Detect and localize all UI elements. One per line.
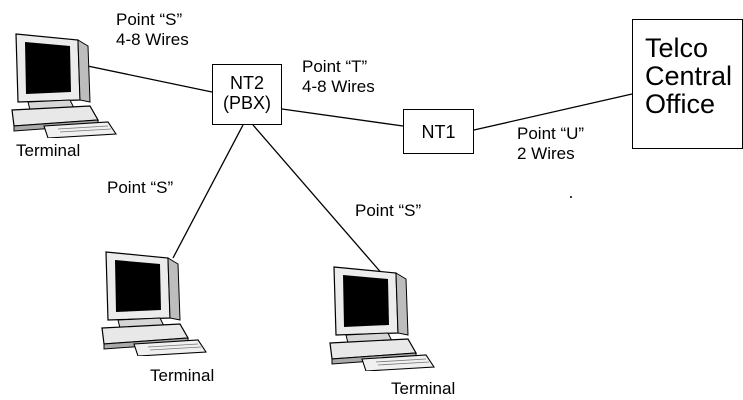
terminal-bottom-left-computer-icon [101, 251, 207, 356]
point-s-left-label: Point “S” [107, 178, 174, 197]
line-terminal-top-to-nt2 [77, 63, 213, 93]
office-label: Office [645, 89, 716, 119]
telco-label: Telco [645, 33, 709, 63]
point-s-top-label: Point “S” [116, 10, 183, 29]
terminal-top-label: Terminal [16, 141, 81, 160]
line-nt1-to-central-office [473, 93, 633, 131]
terminal-bottom-right-computer-icon [329, 266, 435, 371]
point-t-label: Point “T” [302, 57, 368, 76]
pbx-label: (PBX) [222, 93, 271, 113]
wires-u-label: 2 Wires [517, 144, 575, 163]
point-s-right-label: Point “S” [355, 201, 422, 220]
nt2-pbx-box: NT2 (PBX) [212, 64, 282, 125]
line-nt2-to-nt1 [281, 108, 404, 127]
terminal-bottom-right-label: Terminal [391, 379, 456, 398]
telco-central-office-box: Telco Central Office [632, 19, 743, 149]
central-label: Central [645, 61, 733, 91]
wires-s-top-label: 4-8 Wires [116, 30, 189, 49]
stray-dot [570, 196, 572, 198]
line-nt2-to-terminal-left [172, 124, 244, 259]
wires-t-label: 4-8 Wires [302, 77, 375, 96]
nt1-label: NT1 [421, 122, 456, 142]
point-u-label: Point “U” [517, 124, 585, 143]
nt1-box: NT1 [403, 109, 474, 154]
terminal-bottom-left-label: Terminal [150, 366, 215, 385]
terminal-top-computer-icon [11, 33, 117, 138]
line-nt2-to-terminal-right [252, 124, 385, 277]
nt2-label: NT2 [229, 73, 264, 93]
